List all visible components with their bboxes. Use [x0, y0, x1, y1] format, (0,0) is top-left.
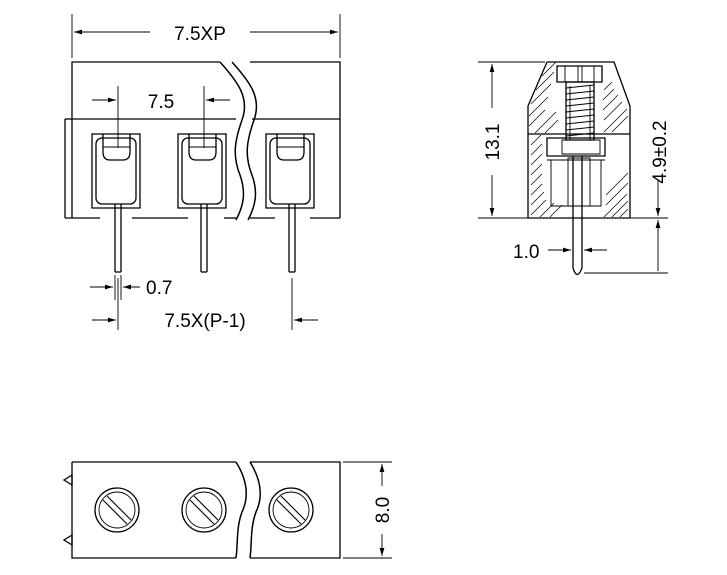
- top-view: 8.0: [64, 462, 394, 558]
- screw-top-3: [269, 488, 313, 532]
- side-view: 13.1 4.9±0.2 1.0: [478, 62, 671, 275]
- side-pin: [573, 156, 582, 275]
- tab-top: [64, 475, 72, 485]
- height-label: 13.1: [483, 124, 504, 161]
- hatch-left: [529, 62, 562, 217]
- terminal-1: [92, 134, 140, 272]
- hatch-right: [603, 82, 628, 217]
- terminal-3: [266, 134, 314, 272]
- overall-length-label: 7.5XP: [174, 24, 226, 45]
- depth-label: 8.0: [373, 497, 394, 523]
- screw-top-1: [95, 488, 139, 532]
- break-line-left: [220, 62, 245, 220]
- pitch-label: 7.5: [148, 92, 174, 113]
- front-view: 7.5XP 7.5 0.7 7.5X(P-1): [65, 14, 340, 332]
- terminal-2: [178, 134, 226, 272]
- break-line-right: [232, 62, 257, 220]
- clamp: [547, 138, 605, 206]
- pin-length-label: 4.9±0.2: [650, 120, 671, 183]
- tab-bottom: [64, 535, 72, 545]
- screw-thread: [566, 82, 594, 140]
- pitch-span-label: 7.5X(P-1): [164, 311, 245, 332]
- screw-head: [557, 66, 602, 82]
- pin-width-label: 0.7: [146, 278, 172, 299]
- screw-top-2: [182, 488, 226, 532]
- pin-thickness-label: 1.0: [513, 242, 539, 263]
